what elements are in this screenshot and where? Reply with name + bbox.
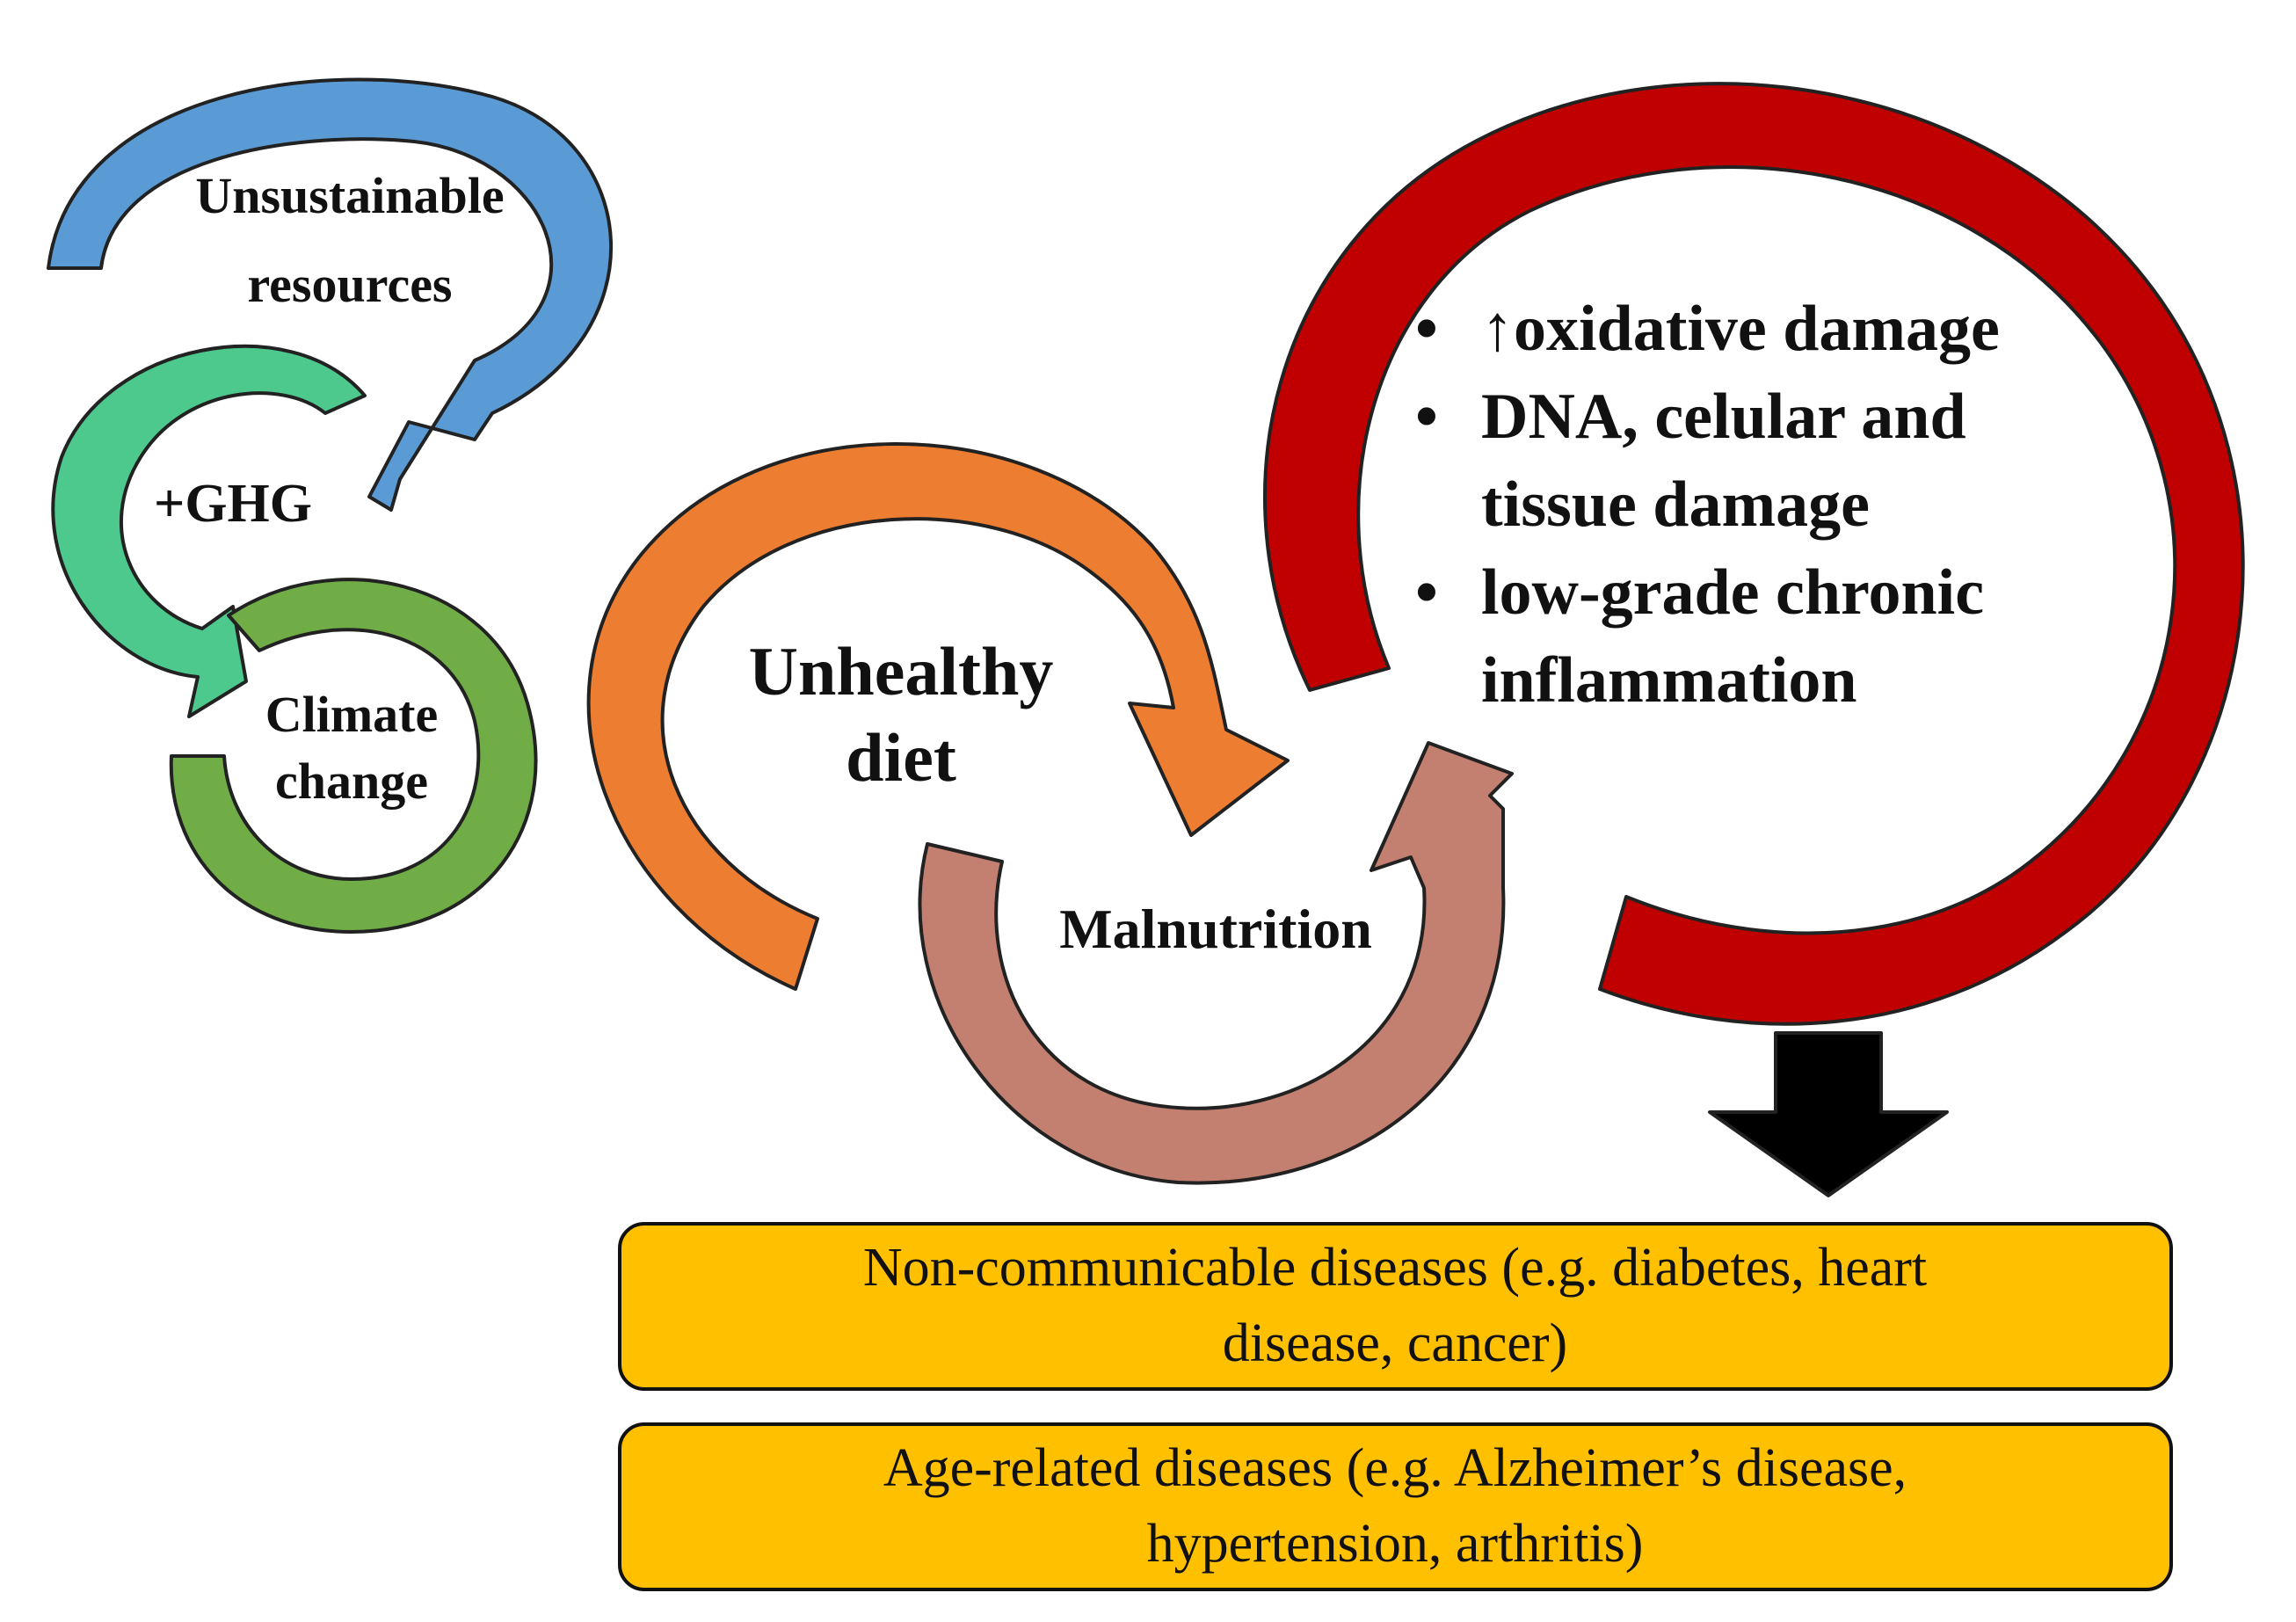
unhealthy-diet-label-line2: diet [846, 719, 956, 796]
climate-label-line2: change [275, 753, 428, 810]
effect-item-2-line2: tissue damage [1481, 469, 1870, 541]
red-effects-ring [1262, 82, 2245, 1026]
effect-bullet-3: • [1415, 556, 1438, 629]
rose-cycle-arrow [918, 741, 1514, 1185]
outcome-1-line1: Non-communicable diseases (e.g. diabetes… [863, 1238, 1927, 1298]
blue-cycle-arrow [47, 77, 614, 512]
effect-bullet-2: • [1415, 381, 1438, 453]
unsustainable-label-line2: resources [247, 256, 452, 313]
effect-item-3-line2: inflammation [1481, 644, 1857, 716]
outcome-box-2 [618, 1422, 2173, 1591]
effect-item-1: ↑oxidative damage [1481, 293, 2000, 365]
down-arrow-icon [1708, 1031, 1949, 1197]
outcome-box-1 [618, 1222, 2173, 1391]
malnutrition-label: Malnutrition [1059, 898, 1372, 960]
outcome-2-line1: Age-related diseases (e.g. Alzheimer’s d… [883, 1438, 1907, 1498]
outcome-2-line2: hypertension, arthritis) [1147, 1514, 1644, 1574]
unhealthy-diet-label-line1: Unhealthy [749, 633, 1054, 709]
teal-cycle-arrow [51, 344, 367, 718]
outcome-1-line2: disease, cancer) [1223, 1313, 1567, 1373]
orange-cycle-arrow [586, 442, 1290, 991]
effect-item-3-line1: low-grade chronic [1481, 556, 1984, 629]
effect-item-2-line1: DNA, celular and [1481, 381, 1966, 453]
effects-list: • ↑oxidative damage • DNA, celular and t… [1415, 293, 2000, 716]
unsustainable-label-line1: Unsustainable [195, 167, 504, 224]
ghg-label: +GHG [154, 474, 312, 534]
green-cycle-arrow [169, 578, 538, 934]
climate-label-line1: Climate [265, 686, 439, 743]
effect-bullet-1: • [1415, 293, 1438, 365]
